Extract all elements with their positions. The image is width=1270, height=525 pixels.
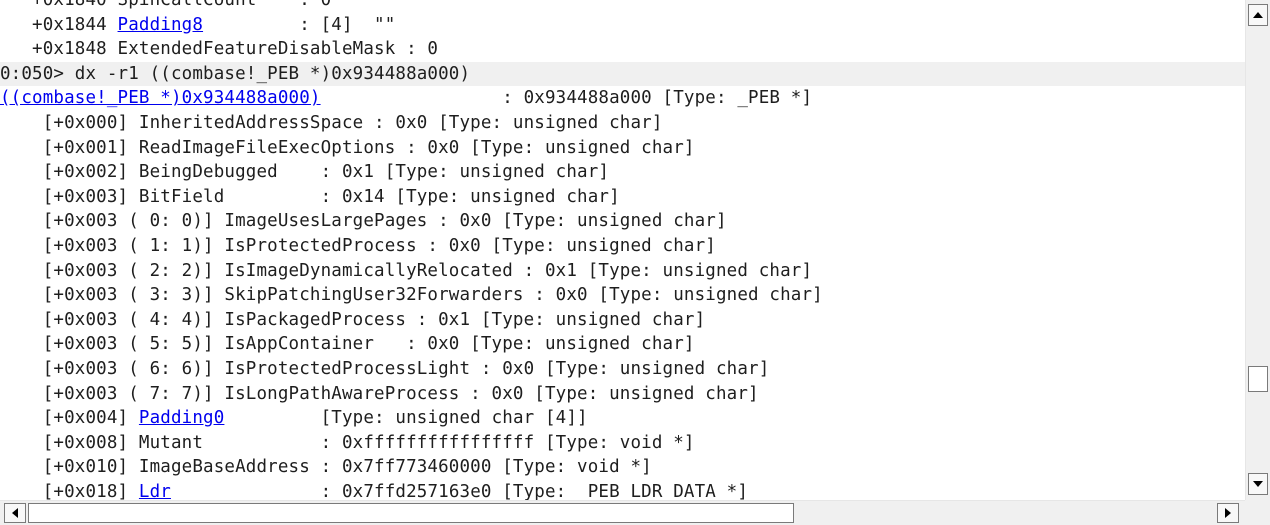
output-text: [+0x003 ( 2: 2)] IsImageDynamicallyReloc… <box>0 260 813 281</box>
output-text: [+0x003 ( 6: 6)] IsProtectedProcessLight… <box>0 358 770 379</box>
output-text: : 0x7ffd257163e0 [Type: _PEB_LDR_DATA *] <box>170 481 749 500</box>
output-text: [+0x003 ( 1: 1)] IsProtectedProcess : 0x… <box>0 235 716 256</box>
output-text: [+0x018] <box>0 481 139 500</box>
horizontal-scrollbar[interactable] <box>0 500 1245 525</box>
scroll-right-button[interactable] <box>1217 503 1239 523</box>
output-line: [+0x003 ( 3: 3)] SkipPatchingUser32Forwa… <box>0 283 1245 308</box>
dml-link[interactable]: Padding8 <box>117 14 204 35</box>
output-text: [+0x002] BeingDebugged : 0x1 [Type: unsi… <box>0 162 610 183</box>
output-line: [+0x001] ReadImageFileExecOptions : 0x0 … <box>0 136 1245 161</box>
dml-link[interactable]: Ldr <box>138 481 171 500</box>
output-line: [+0x003 ( 1: 1)] IsProtectedProcess : 0x… <box>0 234 1245 259</box>
output-line: [+0x010] ImageBaseAddress : 0x7ff7734600… <box>0 455 1245 480</box>
dml-link[interactable]: ((combase!_PEB *)0x934488a000) <box>0 88 321 109</box>
output-line: [+0x008] Mutant : 0xffffffffffffffff [Ty… <box>0 431 1245 456</box>
chevron-down-icon <box>1253 481 1263 487</box>
scroll-left-button[interactable] <box>4 503 26 523</box>
output-line: [+0x002] BeingDebugged : 0x1 [Type: unsi… <box>0 160 1245 185</box>
scrollbar-corner <box>1245 500 1270 525</box>
output-text: : [4] "" <box>203 14 396 35</box>
scroll-down-button[interactable] <box>1248 473 1268 495</box>
output-line: [+0x003 ( 2: 2)] IsImageDynamicallyReloc… <box>0 259 1245 284</box>
scroll-up-button[interactable] <box>1248 4 1268 26</box>
output-line: [+0x003 ( 7: 7)] IsLongPathAwareProcess … <box>0 382 1245 407</box>
output-line: [+0x003 ( 4: 4)] IsPackagedProcess : 0x1… <box>0 308 1245 333</box>
output-text: [+0x003 ( 4: 4)] IsPackagedProcess : 0x1… <box>0 309 706 330</box>
output-text: [+0x000] InheritedAddressSpace : 0x0 [Ty… <box>0 112 663 133</box>
chevron-right-icon <box>1225 508 1231 518</box>
output-line: [+0x003 ( 6: 6)] IsProtectedProcessLight… <box>0 357 1245 382</box>
output-text: +0x1844 <box>0 14 118 35</box>
output-line: [+0x003 ( 5: 5)] IsAppContainer : 0x0 [T… <box>0 332 1245 357</box>
output-text: [Type: unsigned char [4]] <box>224 408 588 429</box>
output-text: [+0x008] Mutant : 0xffffffffffffffff [Ty… <box>0 432 695 453</box>
output-line: +0x1844 Padding8 : [4] "" <box>0 13 1245 38</box>
vertical-scroll-thumb[interactable] <box>1248 366 1268 392</box>
output-text: [+0x003 ( 7: 7)] IsLongPathAwareProcess … <box>0 383 759 404</box>
output-line: +0x1848 ExtendedFeatureDisableMask : 0 <box>0 37 1245 62</box>
output-text: : 0x934488a000 [Type: _PEB *] <box>320 88 813 109</box>
dml-link[interactable]: Padding0 <box>138 408 225 429</box>
chevron-up-icon <box>1253 12 1263 18</box>
command-line: 0:050> dx -r1 ((combase!_PEB *)0x934488a… <box>0 61 1245 87</box>
horizontal-scroll-thumb[interactable] <box>28 503 794 523</box>
debugger-output: +0x1840 SpinCallCount : 0 +0x1844 Paddin… <box>0 0 1245 500</box>
output-text: [+0x003 ( 5: 5)] IsAppContainer : 0x0 [T… <box>0 334 695 355</box>
chevron-left-icon <box>12 508 18 518</box>
output-line: [+0x003] BitField : 0x14 [Type: unsigned… <box>0 185 1245 210</box>
output-text: [+0x001] ReadImageFileExecOptions : 0x0 … <box>0 137 695 158</box>
output-text: 0:050> dx -r1 ((combase!_PEB *)0x934488a… <box>0 63 471 84</box>
output-lines: +0x1840 SpinCallCount : 0 +0x1844 Paddin… <box>0 0 1245 500</box>
output-line: [+0x004] Padding0 [Type: unsigned char [… <box>0 406 1245 431</box>
output-text: [+0x003 ( 3: 3)] SkipPatchingUser32Forwa… <box>0 285 823 306</box>
output-text: +0x1840 SpinCallCount : 0 <box>0 0 332 10</box>
output-line: [+0x000] InheritedAddressSpace : 0x0 [Ty… <box>0 111 1245 136</box>
output-text: [+0x010] ImageBaseAddress : 0x7ff7734600… <box>0 457 652 478</box>
output-line: [+0x018] Ldr : 0x7ffd257163e0 [Type: _PE… <box>0 480 1245 500</box>
output-line: +0x1840 SpinCallCount : 0 <box>0 0 1245 13</box>
output-line: [+0x003 ( 0: 0)] ImageUsesLargePages : 0… <box>0 209 1245 234</box>
output-text: [+0x003] BitField : 0x14 [Type: unsigned… <box>0 186 620 207</box>
output-line: ((combase!_PEB *)0x934488a000) : 0x93448… <box>0 86 1245 111</box>
output-text: [+0x004] <box>0 408 139 429</box>
output-text: +0x1848 ExtendedFeatureDisableMask : 0 <box>0 39 439 60</box>
vertical-scrollbar[interactable] <box>1245 0 1270 500</box>
output-text: [+0x003 ( 0: 0)] ImageUsesLargePages : 0… <box>0 211 727 232</box>
